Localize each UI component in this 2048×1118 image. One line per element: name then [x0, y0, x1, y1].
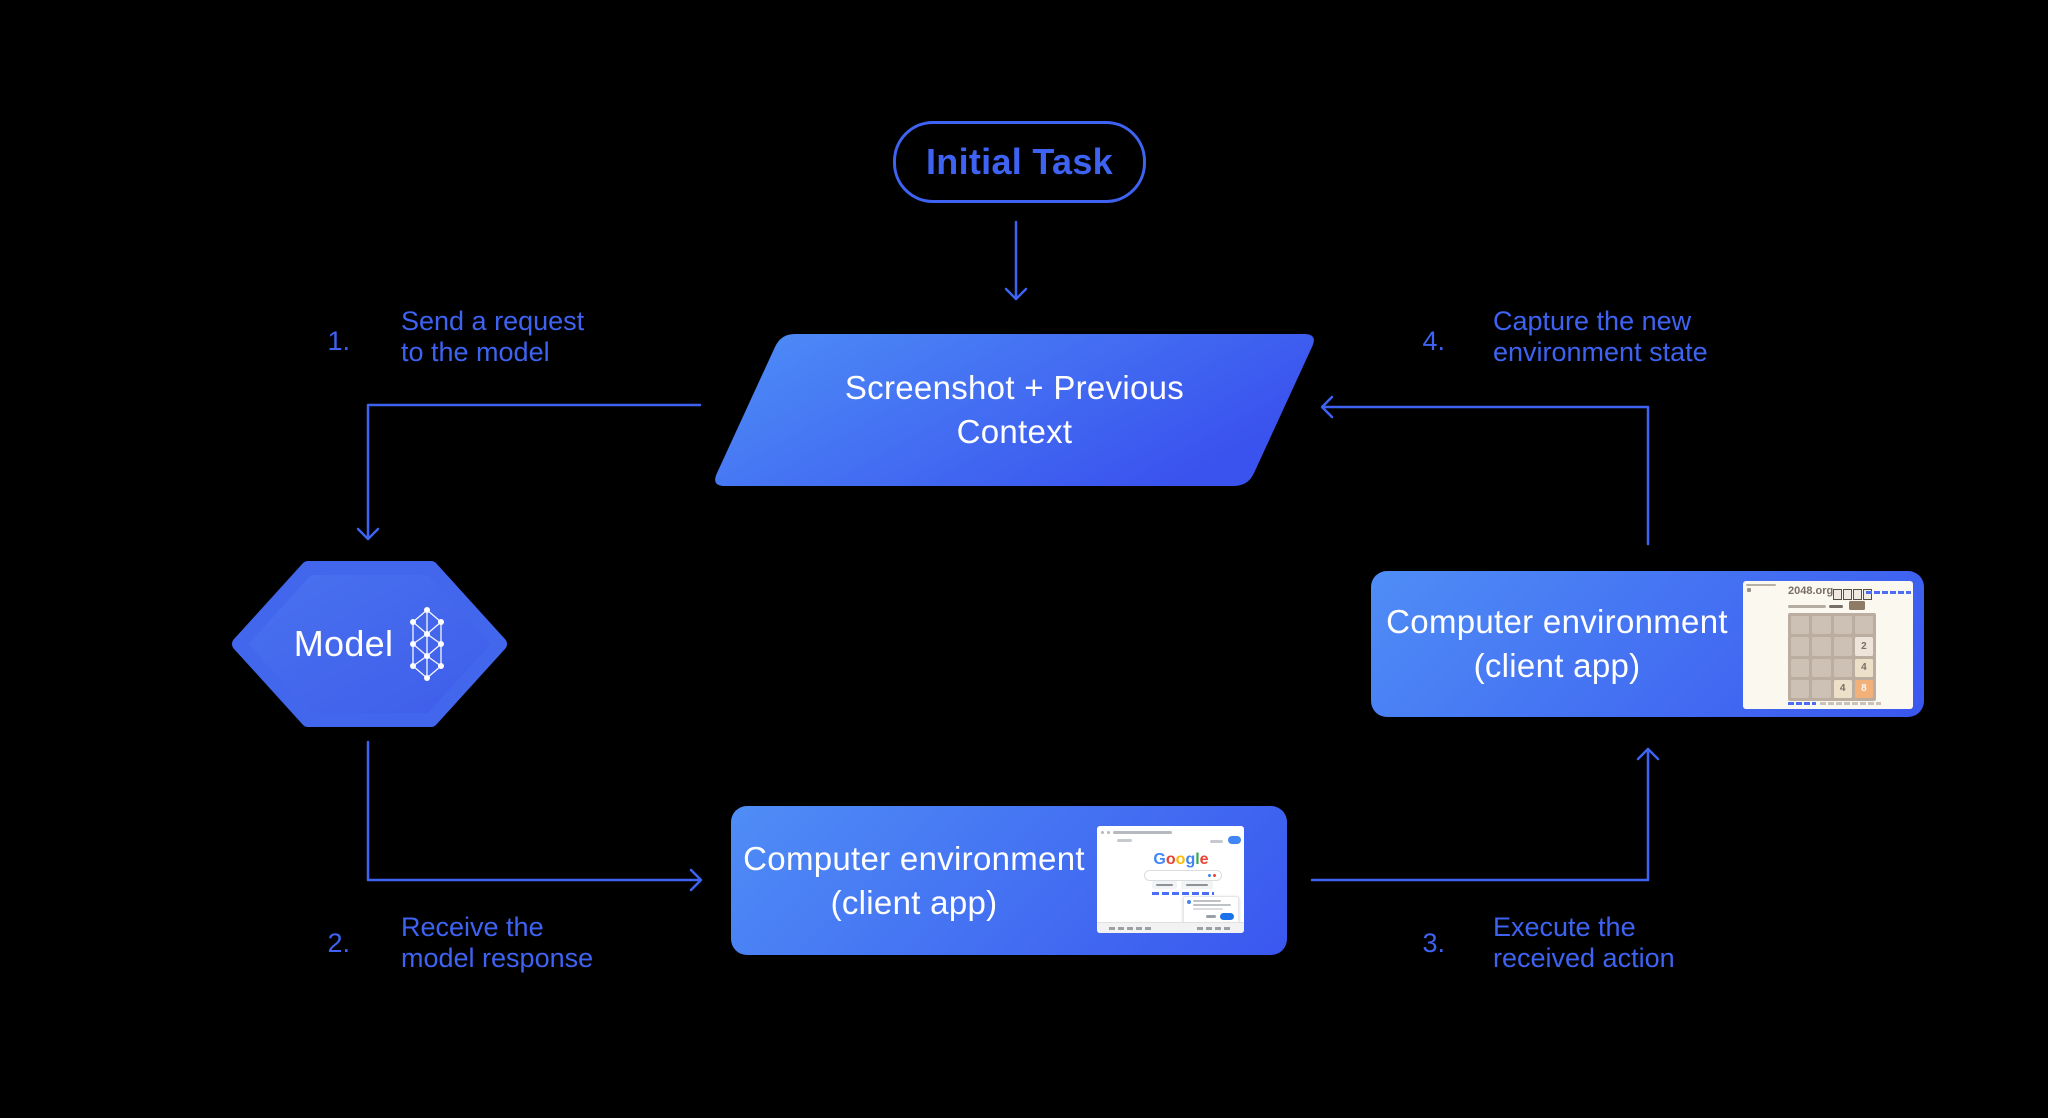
screenshot-context-shape [715, 334, 1314, 486]
google-search-button [1152, 881, 1177, 889]
google-logo-letter: e [1199, 851, 1209, 868]
game-cell [1812, 637, 1831, 656]
game-cell [1833, 637, 1852, 656]
step-number-1: 1. [327, 326, 350, 356]
initial-task-label: Initial Task [926, 141, 1113, 182]
game-cell [1833, 616, 1852, 635]
top-link [1866, 591, 1911, 594]
computer-environment-node-right: Computer environment (client app) 2048.o… [1371, 571, 1924, 717]
computer-environment-label: Computer environment (client app) [743, 839, 1085, 921]
google-footer-bar [1097, 922, 1244, 933]
arrow-screenshot-to-model [366, 403, 702, 540]
browser-screenshot-google: Google [1097, 826, 1244, 933]
model-label: Model [293, 623, 394, 664]
feeling-lucky-button [1181, 881, 1213, 889]
game-tile: 8 [1854, 679, 1873, 698]
google-logo: Google [1097, 851, 1244, 869]
computer-environment-node-bottom: Computer environment (client app) Google [731, 806, 1287, 955]
score-boxes [1833, 589, 1872, 600]
screenshot-context-label: Screenshot + Previous Context [844, 369, 1185, 450]
arrow-env2-to-screenshot [1321, 405, 1650, 546]
arrow-env-to-env2 [1310, 748, 1650, 882]
neural-network-icon [410, 607, 445, 681]
how-to-play-link [1788, 702, 1816, 705]
page-title-text [1746, 584, 1776, 586]
model-node: Model [239, 568, 500, 720]
stay-signed-out-button [1206, 915, 1216, 918]
step-number-4: 4. [1422, 326, 1445, 356]
game-cell [1854, 616, 1873, 635]
google-signin-dialog [1183, 896, 1239, 924]
google-logo-letter: G [1153, 851, 1166, 868]
site-title: 2048.org [1788, 585, 1834, 597]
google-logo-letter: l [1195, 851, 1200, 868]
google-logo-letter: g [1185, 851, 1196, 868]
game-cell [1812, 616, 1831, 635]
google-language-links [1152, 892, 1214, 895]
game-tile: 2 [1854, 637, 1873, 656]
game-cell [1791, 637, 1810, 656]
game-cell [1791, 658, 1810, 677]
google-search-bar [1144, 870, 1222, 881]
game-cell [1791, 616, 1810, 635]
step-number-3: 3. [1422, 928, 1445, 958]
game-tile: 4 [1854, 658, 1873, 677]
game-cell [1833, 658, 1852, 677]
initial-task-node: Initial Task [893, 121, 1146, 203]
google-g-icon [1187, 900, 1191, 904]
computer-environment-label: Computer environment (client app) [1386, 603, 1728, 684]
browser-profile-button [1228, 836, 1241, 844]
step-number-2: 2. [327, 928, 350, 958]
game-cell [1812, 679, 1831, 698]
google-logo-letter: o [1175, 851, 1186, 868]
model-shape [232, 561, 507, 727]
game-tile: 4 [1833, 679, 1852, 698]
google-logo-letter: o [1165, 851, 1176, 868]
arrow-model-to-env [366, 740, 702, 882]
game-cell [1812, 658, 1831, 677]
favicon [1747, 588, 1751, 592]
browser-tab-bar [1114, 831, 1172, 834]
sign-in-button [1220, 913, 1234, 920]
game-cell [1791, 679, 1810, 698]
new-game-button [1849, 601, 1865, 610]
